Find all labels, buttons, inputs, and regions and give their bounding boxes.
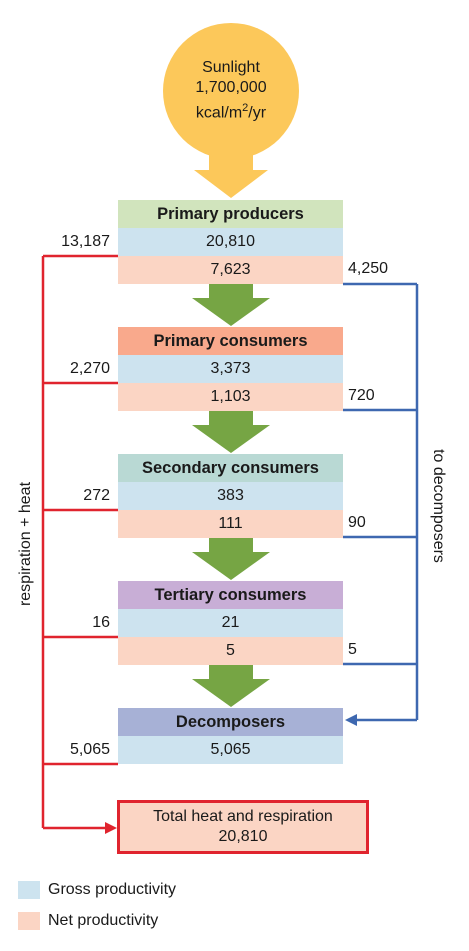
respiration-value-secondary-consumers: 272: [83, 487, 110, 504]
sunlight-circle: Sunlight 1,700,000 kcal/m2/yr: [163, 23, 299, 159]
level-header-primary-producers: Primary producers: [118, 200, 343, 228]
decomposer-value-primary-producers: 4,250: [348, 260, 389, 277]
gross-value-primary-producers: 20,810: [118, 228, 343, 256]
energy-arrow-4: [192, 665, 270, 707]
respiration-lines: [41, 254, 118, 830]
respiration-value-primary-producers: 13,187: [61, 233, 110, 250]
decomposer-arrowhead: [345, 714, 357, 726]
net-value-primary-producers: 7,623: [118, 256, 343, 284]
sunlight-unit: kcal/m2/yr: [195, 102, 267, 122]
level-header-primary-consumers: Primary consumers: [118, 327, 343, 355]
respiration-heat-label: respiration + heat: [17, 481, 34, 607]
respiration-value-decomposers: 5,065: [69, 741, 110, 758]
total-value: 20,810: [218, 828, 268, 845]
energy-arrow-2: [192, 411, 270, 453]
respiration-arrowhead: [105, 822, 117, 834]
decomposer-value-secondary-consumers: 90: [348, 514, 366, 531]
decomposer-lines: [343, 282, 419, 722]
gross-value-secondary-consumers: 383: [118, 482, 343, 510]
to-decomposers-label: to decomposers: [430, 449, 447, 563]
sunlight-value: 1,700,000: [195, 79, 267, 97]
net-value-tertiary-consumers: 5: [118, 637, 343, 665]
respiration-value-tertiary-consumers: 16: [92, 614, 110, 631]
net-value-primary-consumers: 1,103: [118, 383, 343, 411]
gross-value-tertiary-consumers: 21: [118, 609, 343, 637]
respiration-value-primary-consumers: 2,270: [69, 360, 110, 377]
legend-label-gross: Gross productivity: [48, 881, 177, 898]
energy-arrow-3: [192, 538, 270, 580]
sunlight-label: Sunlight: [202, 59, 260, 77]
level-header-secondary-consumers: Secondary consumers: [118, 454, 343, 482]
legend-swatch-net: [18, 912, 40, 930]
level-header-tertiary-consumers: Tertiary consumers: [118, 581, 343, 609]
total-label: Total heat and respiration: [153, 808, 333, 825]
level-header-decomposers: Decomposers: [118, 708, 343, 736]
energy-arrow-1: [192, 284, 270, 326]
sunlight-arrow: [194, 152, 268, 198]
decomposer-value-primary-consumers: 720: [348, 387, 375, 404]
net-value-secondary-consumers: 111: [118, 510, 343, 538]
total-heat-respiration-box: Total heat and respiration 20,810: [117, 800, 369, 854]
decomposer-value-tertiary-consumers: 5: [348, 641, 357, 658]
gross-value-primary-consumers: 3,373: [118, 355, 343, 383]
legend-label-net: Net productivity: [48, 912, 159, 929]
gross-value-decomposers: 5,065: [118, 736, 343, 764]
legend-swatch-gross: [18, 881, 40, 899]
